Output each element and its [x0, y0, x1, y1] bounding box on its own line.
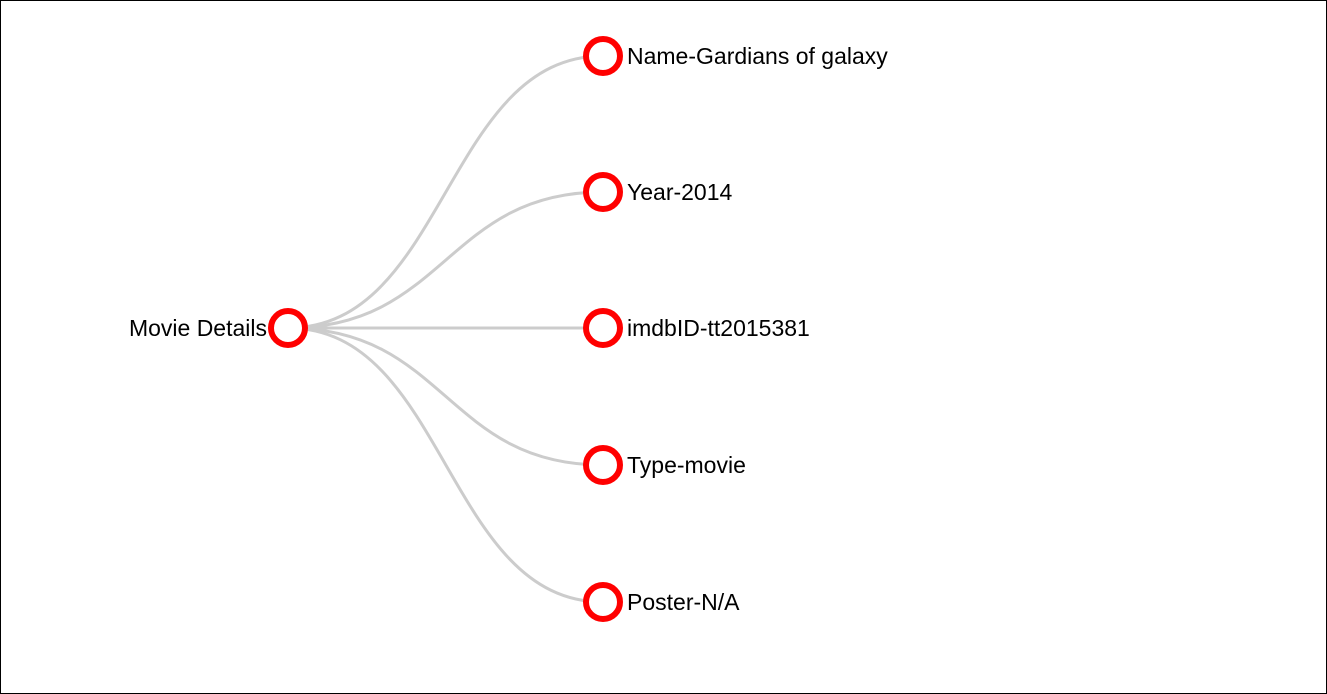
child-node-label: Year-2014 [627, 179, 733, 205]
child-node-label: imdbID-tt2015381 [627, 315, 810, 341]
root-node-label: Movie Details [129, 315, 267, 341]
child-node-label: Name-Gardians of galaxy [627, 43, 888, 69]
child-node-circle[interactable] [583, 445, 623, 485]
child-node-imdbid[interactable]: imdbID-tt2015381 [583, 308, 810, 348]
child-node-year[interactable]: Year-2014 [583, 172, 733, 212]
child-node-circle[interactable] [583, 308, 623, 348]
link-poster [287, 326, 604, 604]
root-node-circle[interactable] [268, 308, 308, 348]
child-node-circle[interactable] [583, 172, 623, 212]
tree-links [287, 54, 604, 604]
child-node-circle[interactable] [583, 582, 623, 622]
link-year [287, 190, 604, 330]
tree-nodes: Movie Details Name-Gardians of galaxy Ye… [129, 36, 888, 622]
child-node-type[interactable]: Type-movie [583, 445, 746, 485]
child-node-name[interactable]: Name-Gardians of galaxy [583, 36, 888, 76]
child-node-label: Poster-N/A [627, 589, 740, 615]
child-node-circle[interactable] [583, 36, 623, 76]
child-node-label: Type-movie [627, 452, 746, 478]
root-node[interactable]: Movie Details [129, 308, 308, 348]
link-name [287, 54, 604, 330]
child-node-poster[interactable]: Poster-N/A [583, 582, 740, 622]
link-type [287, 326, 604, 467]
